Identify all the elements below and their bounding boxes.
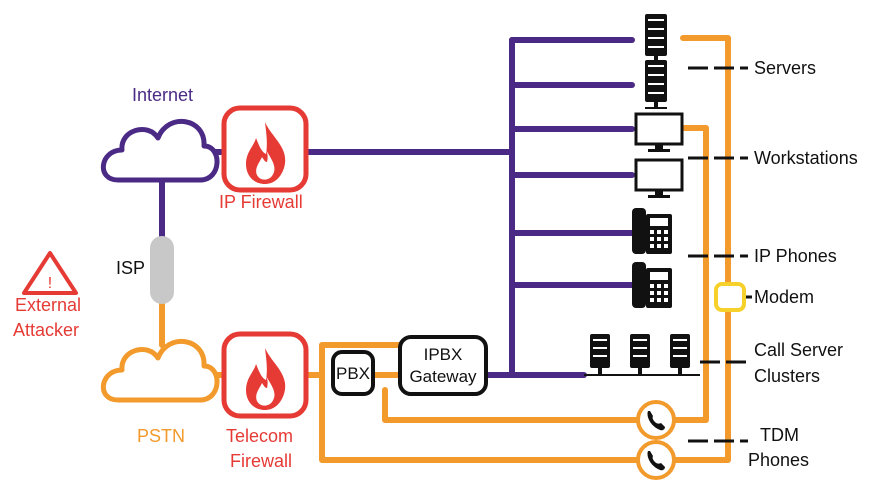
isp-label: ISP [116,258,145,278]
modem-label: Modem [754,287,814,307]
flame-icon [246,348,286,410]
external-attacker-label-line1: External [15,295,81,315]
pbx-to-tdm-phone-1-link [382,387,641,423]
ip-phones-label: IP Phones [754,246,837,266]
monitor-icon [634,158,684,198]
ipbx-label: IPBX [424,345,463,364]
label-leaders [688,66,752,443]
warning-triangle-icon: ! [22,251,78,295]
modem-icon [714,282,746,312]
monitor-icon [634,112,684,152]
server-rack-icon [670,334,690,375]
external-attacker-label-line2: Attacker [13,320,79,340]
telecom-firewall-to-gateway-link [305,342,403,378]
handset-icon [636,400,676,440]
server-rack-icon [645,14,667,63]
isp-link-capsule [150,236,174,304]
internet-label: Internet [132,85,193,105]
tdm-phones-label-line1: TDM [760,425,799,445]
telecom-firewall [221,331,309,419]
desk-phone-icon [632,208,672,254]
pstn-cloud-icon [100,339,220,403]
server-rack-icon [590,334,610,375]
ip-firewall [221,105,309,193]
ip-firewall-label: IP Firewall [219,192,303,212]
server-rack-icon [630,334,650,375]
servers-orange-spine [673,35,731,463]
desk-phone-icon [632,262,672,308]
pstn-label: PSTN [137,426,185,446]
ip-links [159,37,635,378]
call-server-clusters-label-line1: Call Server [754,340,843,360]
flame-icon [246,122,286,184]
telecom-firewall-label-line2: Firewall [230,451,292,471]
attacker-mark: ! [48,275,52,292]
telecom-links [159,35,731,463]
telecom-firewall-label-line1: Telecom [226,426,293,446]
tdm-phones-label-line2: Phones [748,450,809,470]
handset-icon [636,440,676,480]
ipbx-gateway-box: IPBX Gateway [398,335,488,396]
workstations-label: Workstations [754,148,858,168]
telecom-firewall-to-tdm-phone-2-link [319,372,641,463]
pbx-box: PBX [331,350,375,396]
call-server-clusters-label-line2: Clusters [754,366,820,386]
server-rack-icon [645,60,667,109]
internet-cloud-icon [100,119,220,183]
gateway-label: Gateway [409,367,477,386]
workstation-orange-branch [673,125,709,423]
servers-label: Servers [754,58,816,78]
call-server-cluster [584,334,700,376]
pbx-label: PBX [336,364,370,383]
